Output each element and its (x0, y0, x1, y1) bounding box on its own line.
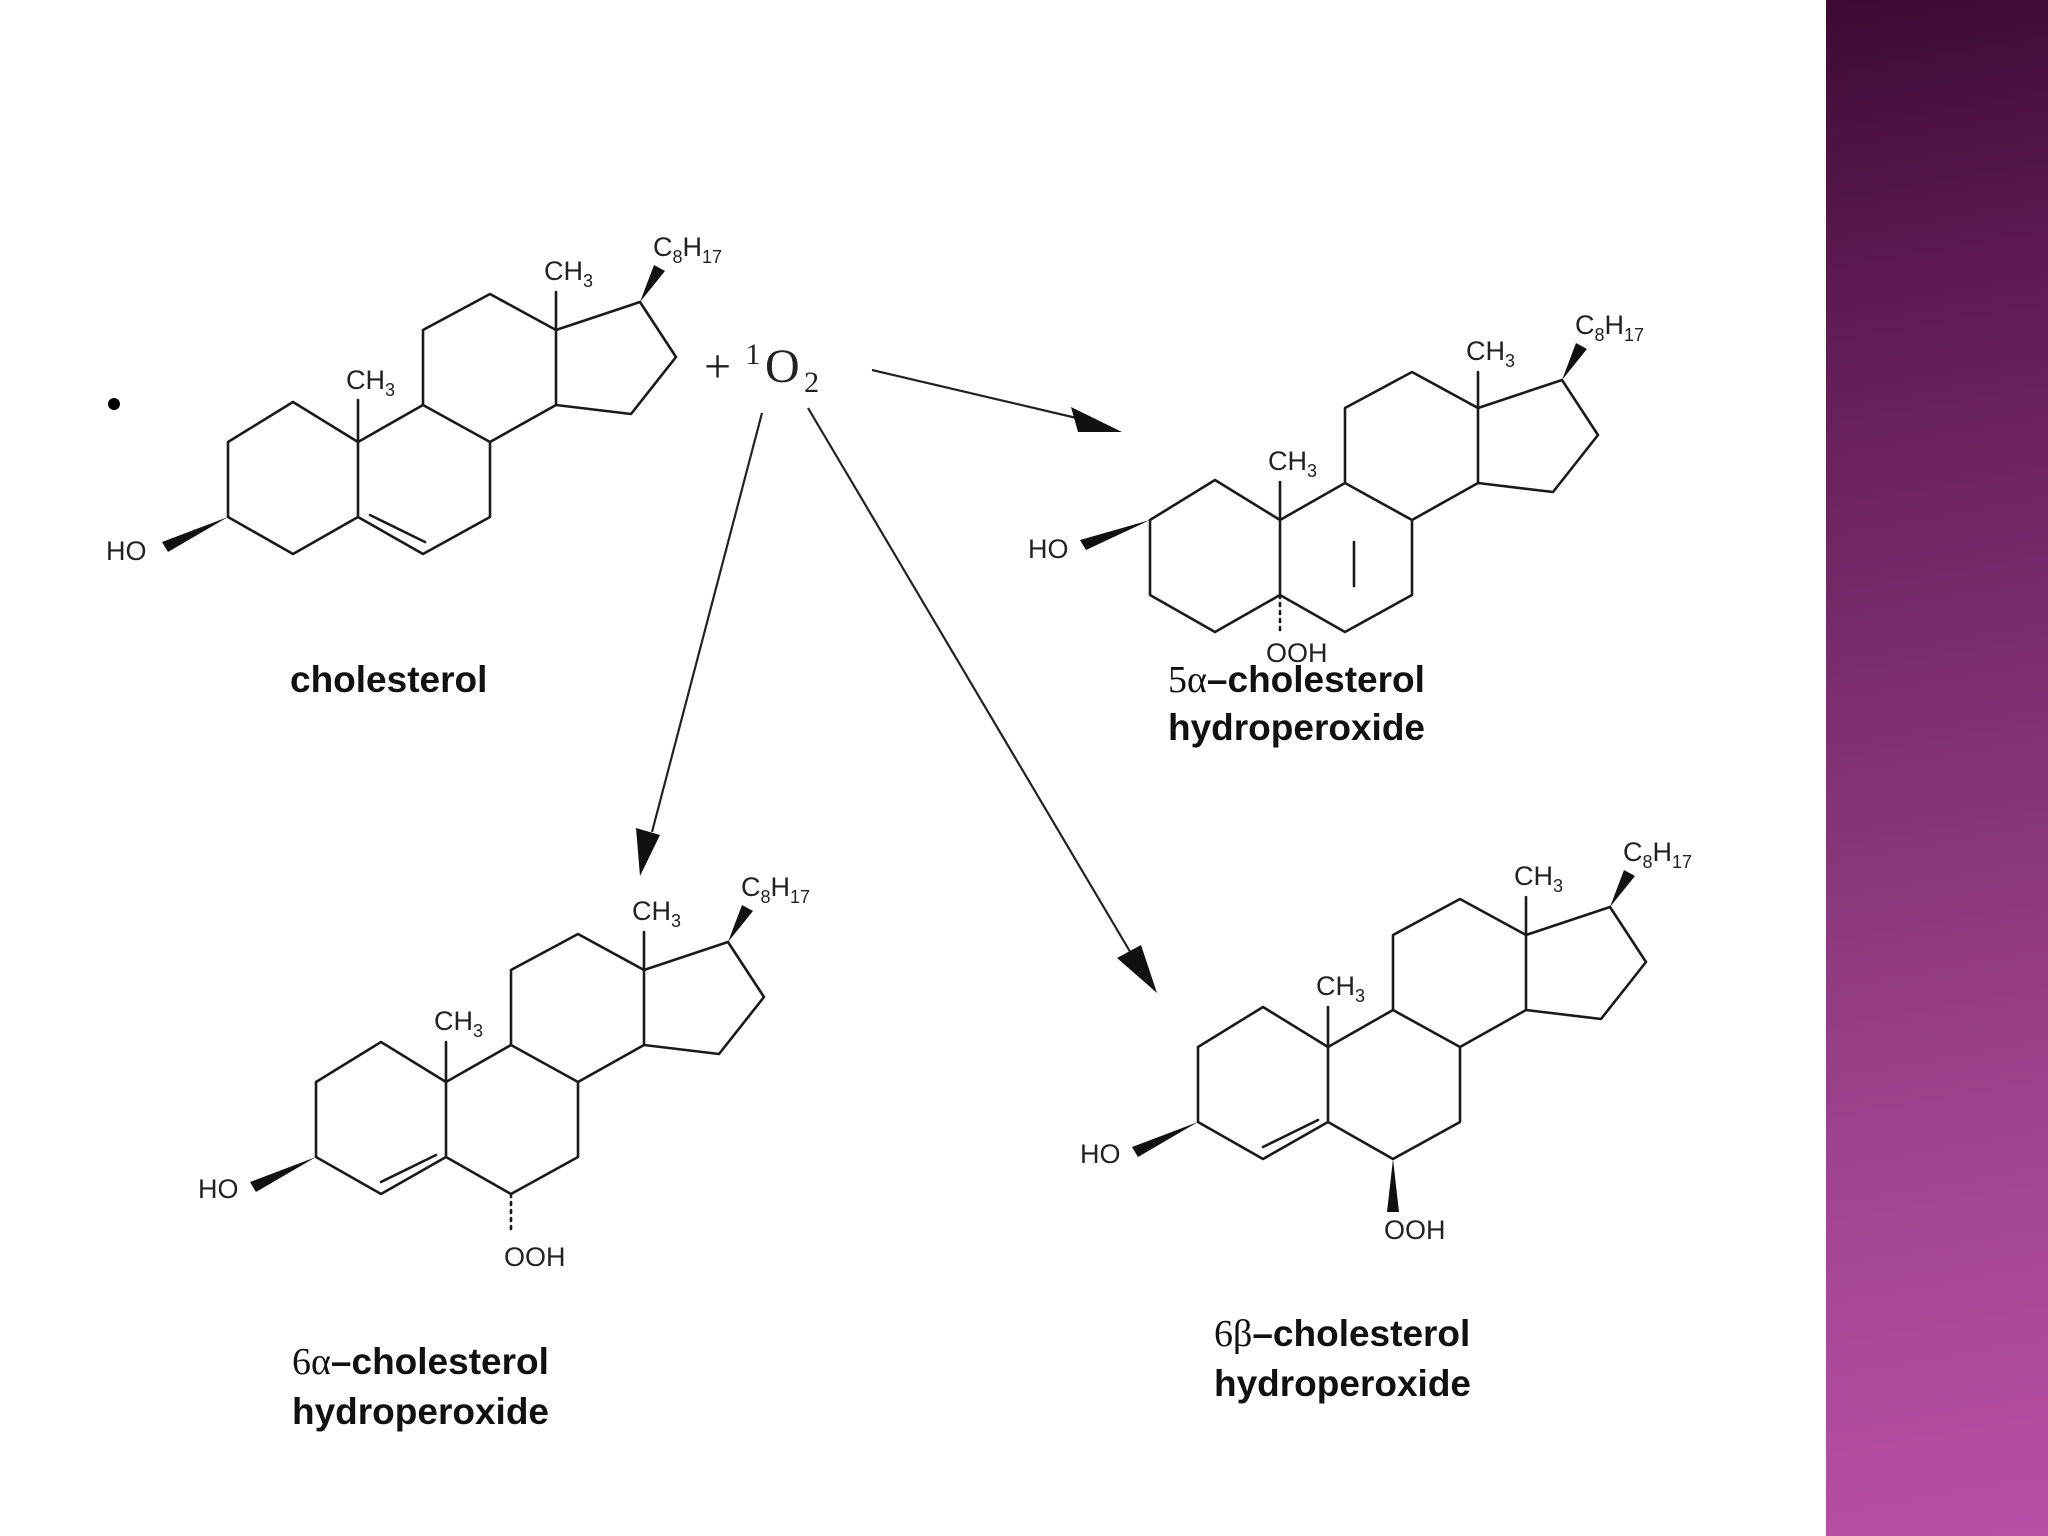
svg-text:C8H17: C8H17 (1623, 837, 1692, 872)
svg-text:HO: HO (106, 536, 147, 566)
svg-text:CH3: CH3 (346, 365, 395, 400)
svg-text:HO: HO (198, 1174, 239, 1204)
arrow-to-6alpha (636, 412, 764, 876)
svg-text:OOH: OOH (504, 1242, 566, 1272)
svg-text:CH3: CH3 (632, 896, 681, 931)
svg-text:CH3: CH3 (544, 256, 593, 291)
six-beta-hydroperoxide-structure: CH3 CH3 C8H17 HO OOH (1080, 837, 1692, 1245)
bullet-point (108, 398, 120, 410)
svg-text:OOH: OOH (1384, 1215, 1446, 1245)
cholesterol-structure: CH3 CH3 C8H17 HO (106, 232, 722, 566)
svg-text:CH3: CH3 (1514, 861, 1563, 896)
svg-text:CH3: CH3 (1268, 446, 1317, 481)
reaction-figure-panel (104, 236, 1724, 1444)
five-alpha-hydroperoxide-structure: CH3 CH3 C8H17 HO OOH (1028, 310, 1644, 668)
cholesterol-label: cholesterol (290, 659, 487, 700)
five-alpha-label-line1: 5α–cholesterol (1168, 659, 1425, 701)
six-beta-label-line1: 6β–cholesterol (1214, 1313, 1470, 1355)
six-beta-label-line2: hydroperoxide (1214, 1363, 1471, 1404)
svg-text:C8H17: C8H17 (741, 872, 810, 907)
svg-text:CH3: CH3 (434, 1006, 483, 1041)
singlet-oxygen-reagent: + 1 O 2 (704, 338, 819, 399)
svg-text:OOH: OOH (1266, 638, 1328, 668)
six-alpha-label-line2: hydroperoxide (292, 1391, 549, 1432)
slide-side-bar (1826, 0, 2048, 1536)
six-alpha-hydroperoxide-structure: CH3 CH3 C8H17 HO OOH (198, 872, 810, 1272)
svg-text:C8H17: C8H17 (653, 232, 722, 267)
svg-text:C8H17: C8H17 (1575, 310, 1644, 345)
svg-text:CH3: CH3 (1316, 971, 1365, 1006)
five-alpha-label-line2: hydroperoxide (1168, 707, 1425, 748)
svg-text:CH3: CH3 (1466, 336, 1515, 371)
arrow-to-5alpha (871, 368, 1122, 432)
svg-text:HO: HO (1028, 534, 1069, 564)
arrow-to-6beta (807, 407, 1157, 993)
svg-text:HO: HO (1080, 1139, 1121, 1169)
six-alpha-label-line1: 6α–cholesterol (292, 1341, 549, 1383)
